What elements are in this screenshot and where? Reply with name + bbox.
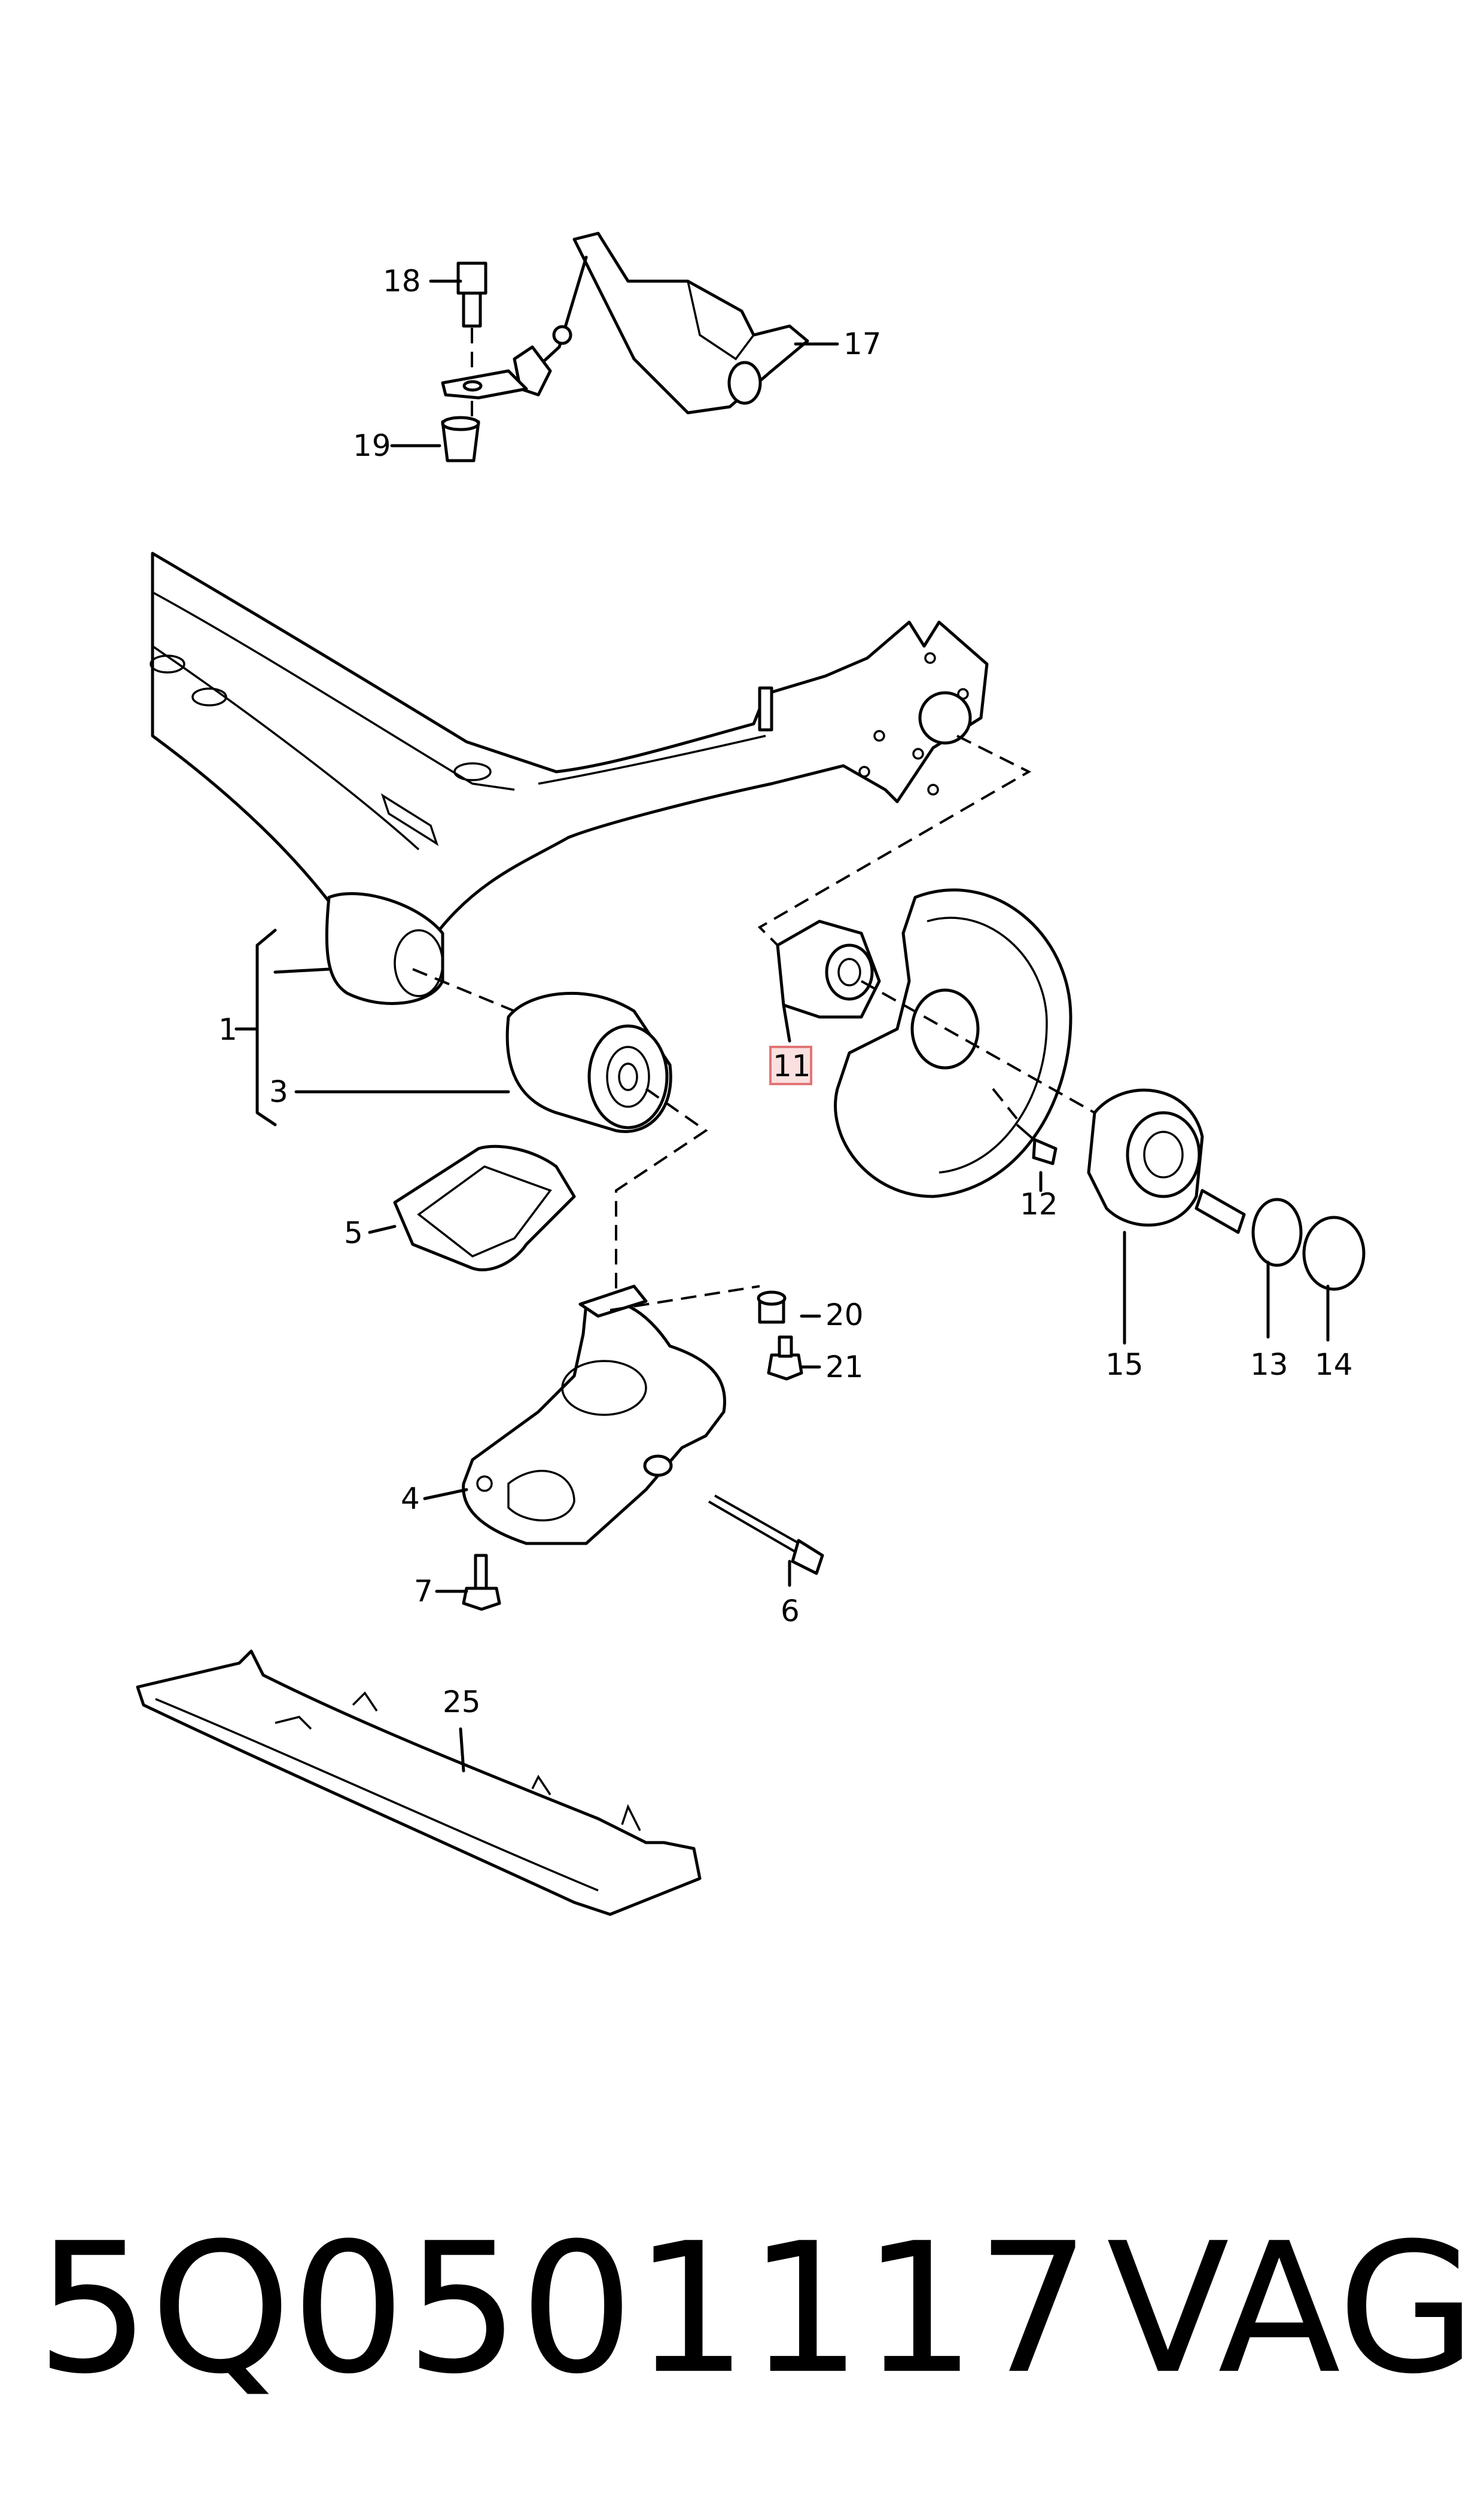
axle-bushing: [505, 991, 672, 1133]
fasteners-20-21: [757, 1290, 803, 1381]
rubber-pad: [393, 1144, 576, 1272]
callout-19: 19: [353, 428, 391, 463]
callout-25: 25: [443, 1685, 481, 1719]
callout-18: 18: [383, 264, 421, 299]
bolt-6: [708, 1494, 824, 1575]
wheel-hub: [1087, 1088, 1204, 1227]
callout-13: 13: [1250, 1347, 1288, 1382]
brand-label: VAG: [1107, 2205, 1477, 2413]
level-sensor-assembly: [441, 232, 809, 462]
wheel-bolt-13: [1194, 1189, 1303, 1267]
leader-lines: [234, 279, 1330, 1773]
part-number: 5Q0501117: [36, 2205, 1091, 2413]
callout-21: 21: [825, 1350, 864, 1384]
axle-bracket: [462, 1284, 726, 1545]
callout-labels: 18 17 19 1 3 11 5 12 20 21 15 13 14 4 7 …: [218, 264, 1353, 1719]
bolt-12: [1016, 1123, 1058, 1165]
callout-12: 12: [1020, 1187, 1058, 1222]
callout-3: 3: [269, 1074, 288, 1109]
dust-cap-14: [1302, 1216, 1366, 1291]
callout-20: 20: [825, 1298, 864, 1332]
callout-15: 15: [1105, 1347, 1144, 1382]
callout-1: 1: [218, 1012, 237, 1047]
callout-17: 17: [843, 327, 882, 361]
underbody-cover: [136, 1649, 702, 1916]
rear-axle-beam: [150, 552, 989, 1005]
callout-5: 5: [344, 1216, 363, 1250]
wheel-bearing-flange: [776, 919, 881, 1019]
bolt-7: [462, 1554, 501, 1611]
callout-4: 4: [401, 1481, 420, 1516]
callout-14: 14: [1315, 1347, 1353, 1382]
callout-6: 6: [781, 1594, 800, 1628]
assembly-lines: [412, 735, 1095, 1311]
callout-7: 7: [414, 1574, 433, 1609]
callout-11-highlight: [769, 1046, 812, 1085]
callout-11: 11: [773, 1049, 811, 1083]
